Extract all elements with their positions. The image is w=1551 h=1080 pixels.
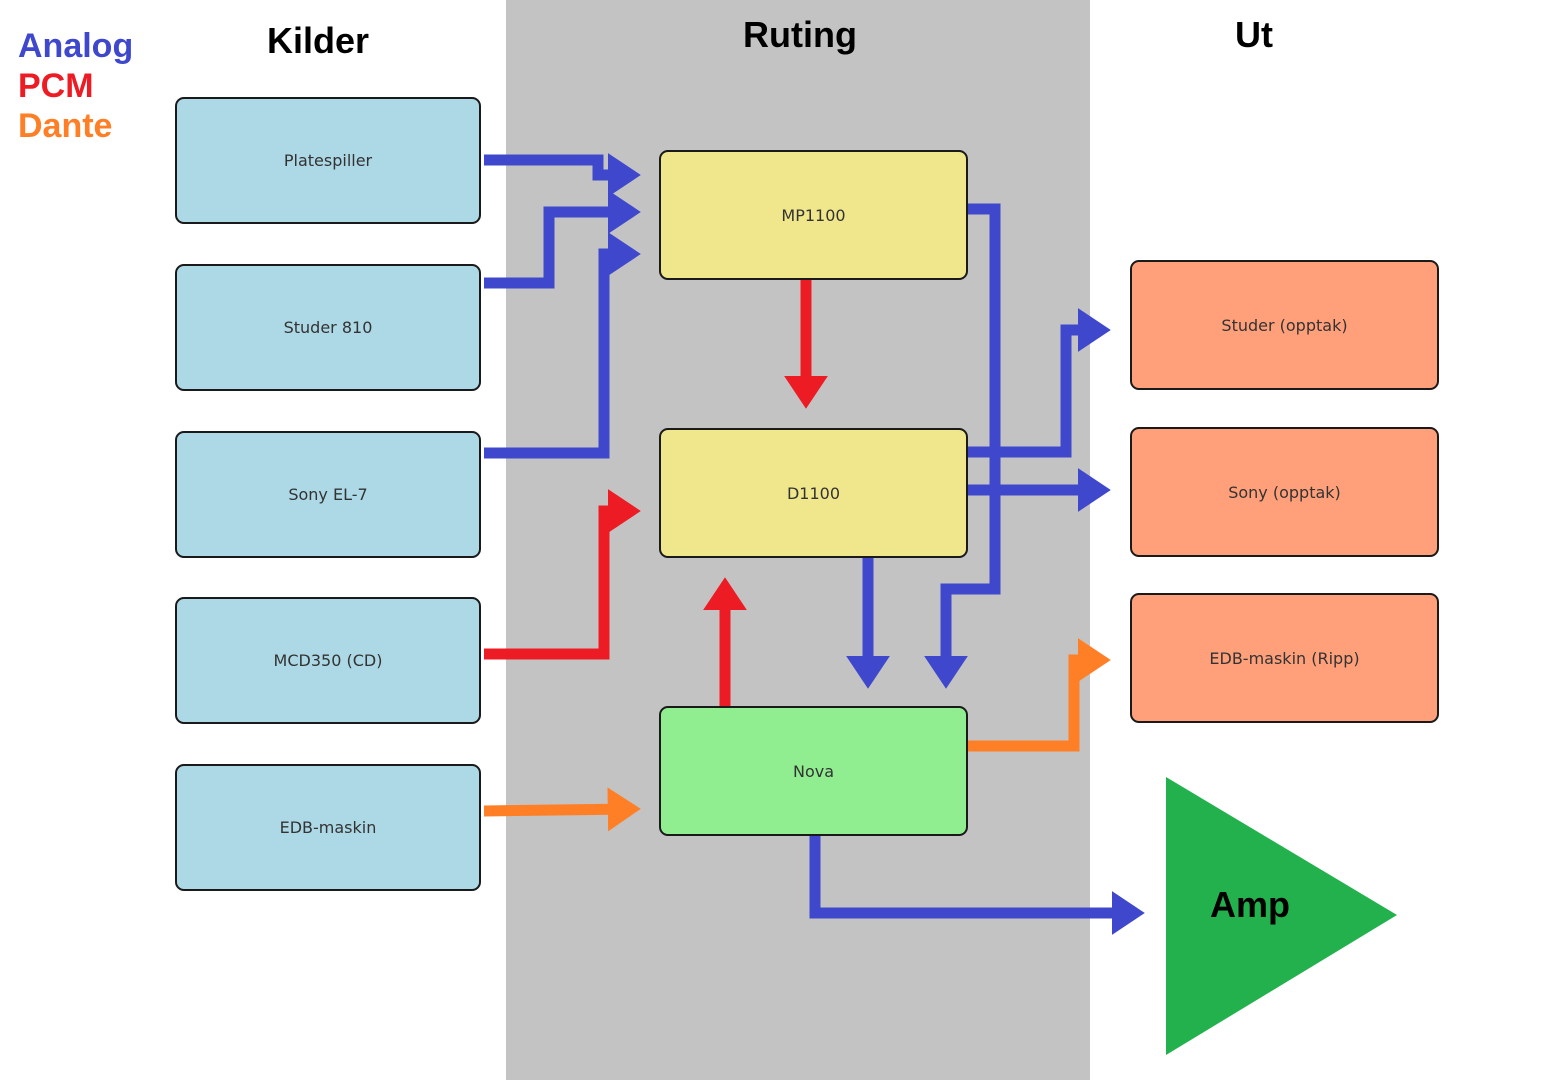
column-title-routing: Ruting	[743, 14, 857, 55]
router-nova: Nova	[659, 706, 968, 836]
source-studer-810: Studer 810	[175, 264, 481, 391]
legend-dante: Dante	[18, 107, 113, 145]
output-sony-opptak: Sony (opptak)	[1130, 427, 1439, 557]
source-edb-maskin: EDB-maskin	[175, 764, 481, 891]
source-platespiller: Platespiller	[175, 97, 481, 224]
router-mp1100: MP1100	[659, 150, 968, 280]
source-sony-el7: Sony EL-7	[175, 431, 481, 558]
legend-analog: Analog	[18, 27, 134, 65]
output-studer-opptak: Studer (opptak)	[1130, 260, 1439, 390]
column-title-sources: Kilder	[266, 20, 370, 61]
source-mcd350: MCD350 (CD)	[175, 597, 481, 724]
router-d1100: D1100	[659, 428, 968, 558]
column-title-outputs: Ut	[1235, 14, 1273, 55]
output-edb-ripp: EDB-maskin (Ripp)	[1130, 593, 1439, 723]
legend-pcm: PCM	[18, 67, 94, 105]
amp-label: Amp	[1210, 884, 1290, 925]
